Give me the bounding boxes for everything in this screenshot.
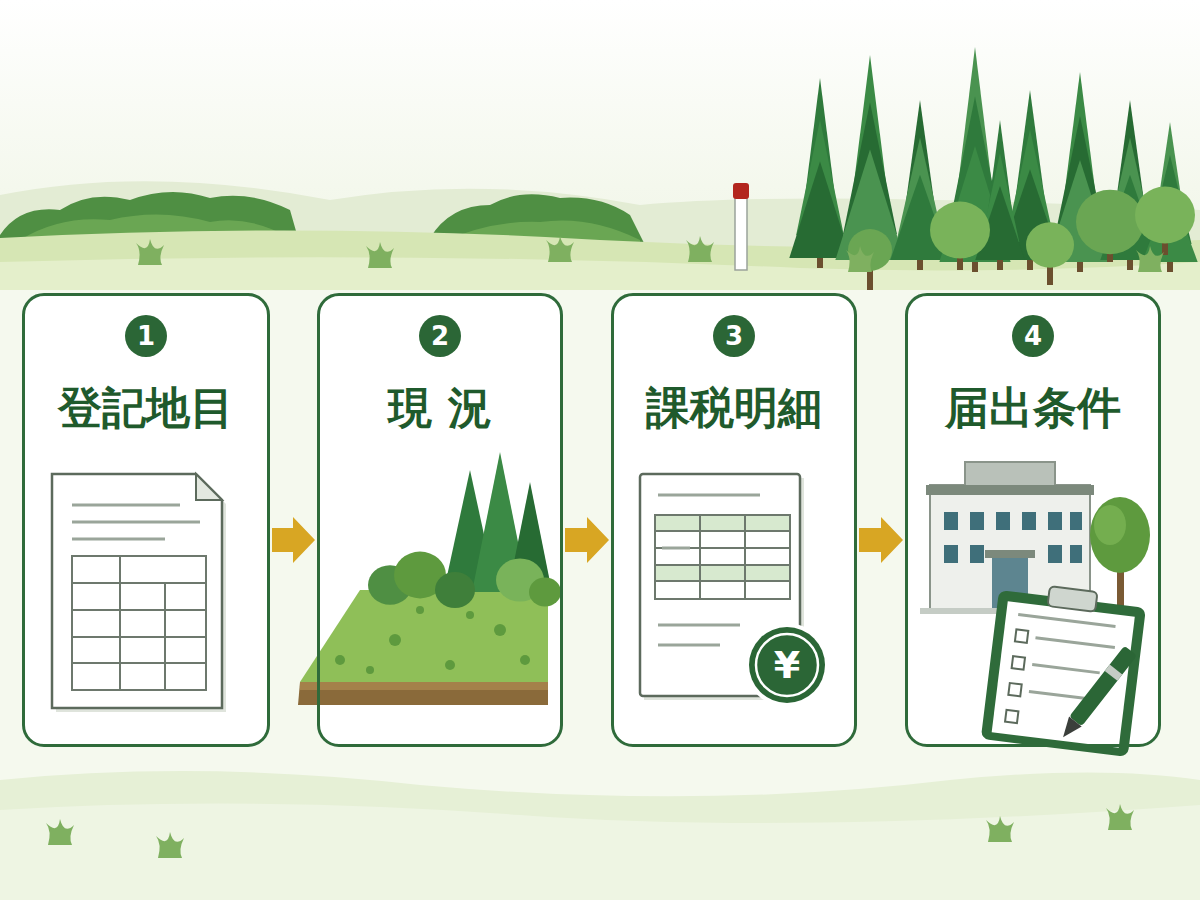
pen-icon	[1057, 646, 1137, 743]
step-number: 4	[1012, 315, 1054, 357]
registry-document-icon	[52, 474, 226, 712]
step-title: 課税明細	[614, 382, 854, 435]
step-box: 3 課税明細	[611, 293, 857, 747]
step-number: 2	[419, 315, 461, 357]
currency-symbol: ¥	[774, 646, 800, 684]
step-title: 現 況	[320, 382, 560, 435]
flow-arrow	[859, 517, 903, 563]
step-box: 4 届出条件	[905, 293, 1161, 747]
step-number: 3	[713, 315, 755, 357]
step-number: 1	[125, 315, 167, 357]
tax-statement-icon	[640, 474, 829, 707]
land-site-icon	[298, 452, 561, 705]
flow-arrow	[565, 517, 609, 563]
step-box: 1 登記地目	[22, 293, 270, 747]
clipboard-form-icon	[981, 580, 1147, 757]
step-title: 届出条件	[908, 382, 1158, 435]
step-title: 登記地目	[25, 382, 267, 435]
office-building-icon	[920, 462, 1150, 615]
step-box: 2 現 況	[317, 293, 563, 747]
flow-arrow	[272, 517, 315, 563]
